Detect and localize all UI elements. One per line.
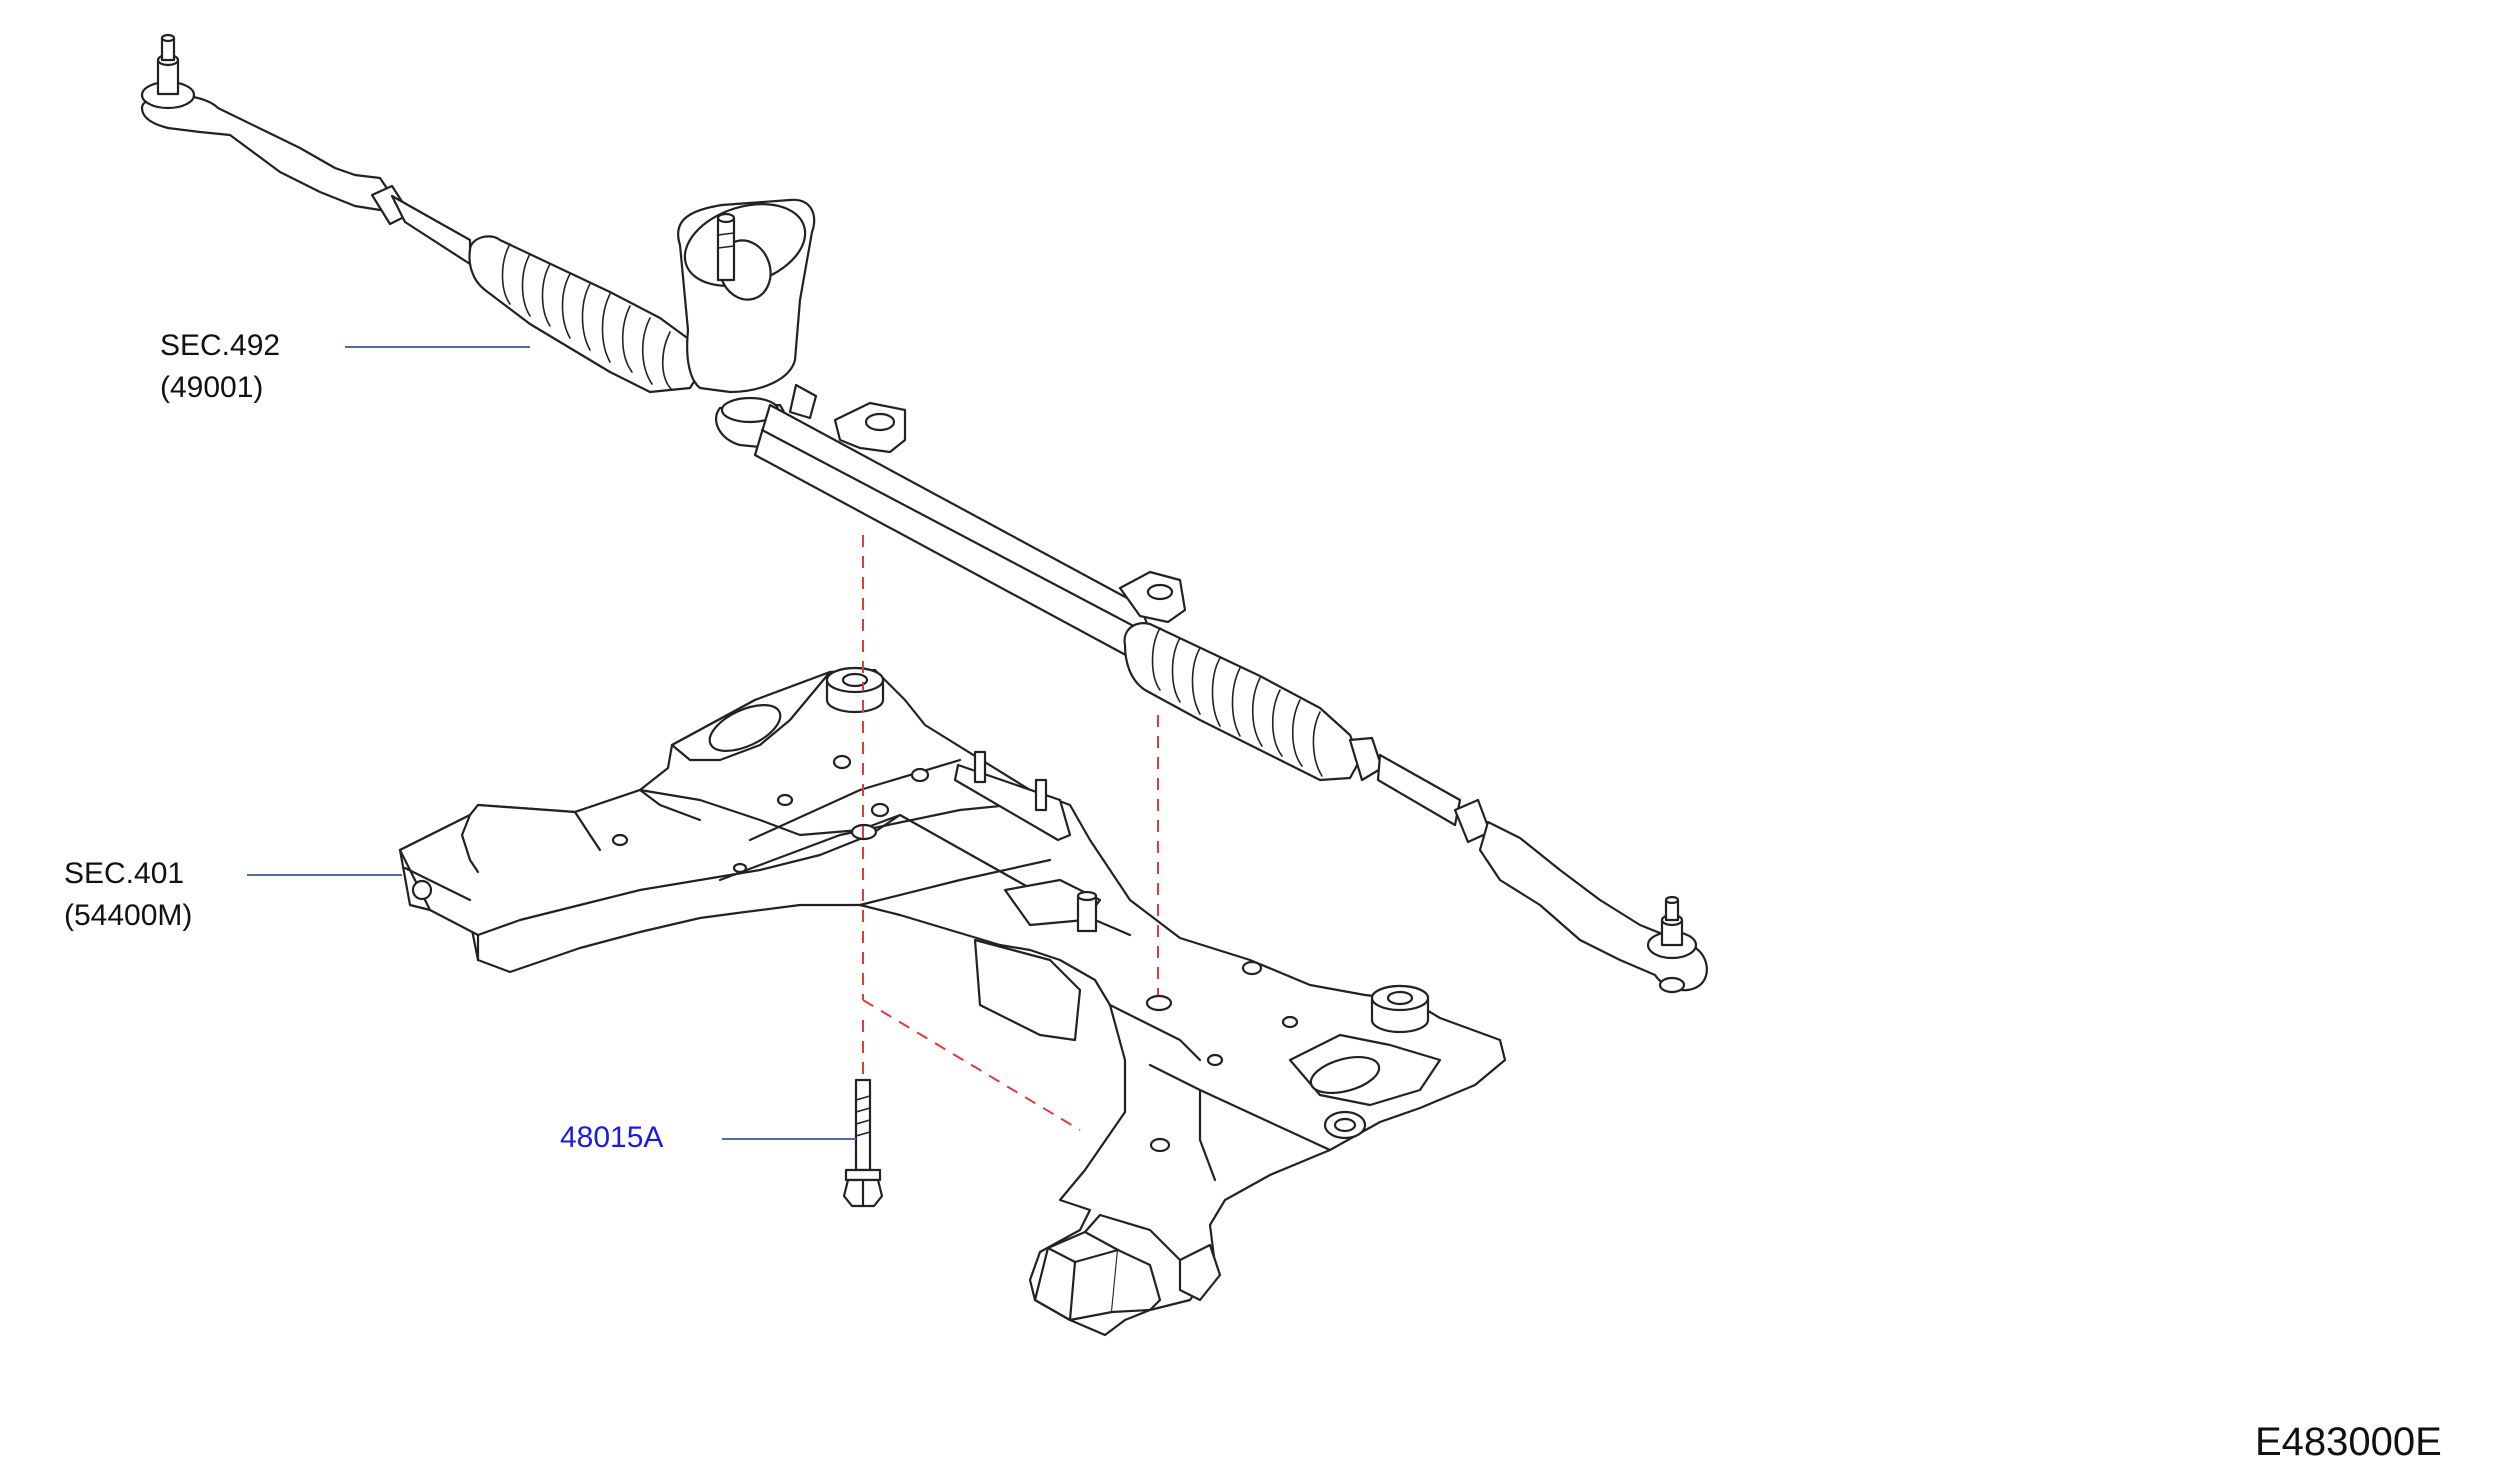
label-bolt-part-link[interactable]: 48015A xyxy=(560,1121,664,1154)
diagram-code: E483000E xyxy=(2255,1420,2442,1464)
label-member: SEC.401 (54400M) xyxy=(64,853,192,937)
steering-gear-assembly xyxy=(140,33,1708,994)
bolt-48015a[interactable] xyxy=(842,1078,884,1208)
label-steering-gear: SEC.492 (49001) xyxy=(160,325,280,409)
label-steering-gear-section: SEC.492 xyxy=(160,329,281,362)
assembly-guide-lines xyxy=(862,535,1159,1131)
front-suspension-member xyxy=(398,666,1507,1337)
label-member-part: (54400M) xyxy=(64,899,193,932)
label-member-section: SEC.401 xyxy=(64,857,185,890)
label-steering-gear-part: (49001) xyxy=(160,371,264,404)
